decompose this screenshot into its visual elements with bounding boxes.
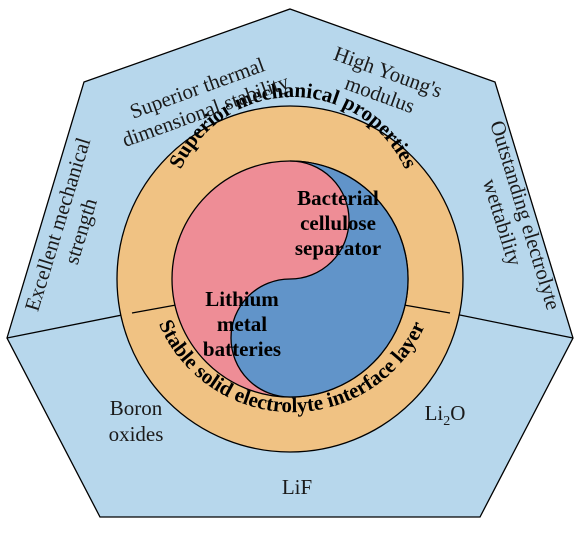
lif-label: LiF (282, 475, 312, 499)
svg-text:cellulose: cellulose (300, 211, 376, 235)
svg-text:metal: metal (217, 312, 267, 336)
svg-text:Boron: Boron (110, 396, 163, 420)
svg-text:Lithium: Lithium (205, 287, 279, 311)
svg-text:oxides: oxides (109, 422, 164, 446)
ring-divider-left (131, 304, 177, 314)
svg-text:separator: separator (295, 236, 381, 260)
inner-blue-half (230, 160, 409, 398)
separator-label: Bacterial cellulose separator (295, 186, 381, 260)
ring-divider-right (403, 304, 451, 314)
battery-label: Lithium metal batteries (203, 287, 281, 361)
li2o-label: Li2O (425, 401, 466, 429)
svg-text:batteries: batteries (203, 337, 281, 361)
divider-left (6, 312, 133, 339)
boron-oxides-label: Boron oxides (109, 396, 164, 446)
divider-right (449, 312, 574, 339)
svg-text:Bacterial: Bacterial (297, 186, 379, 210)
